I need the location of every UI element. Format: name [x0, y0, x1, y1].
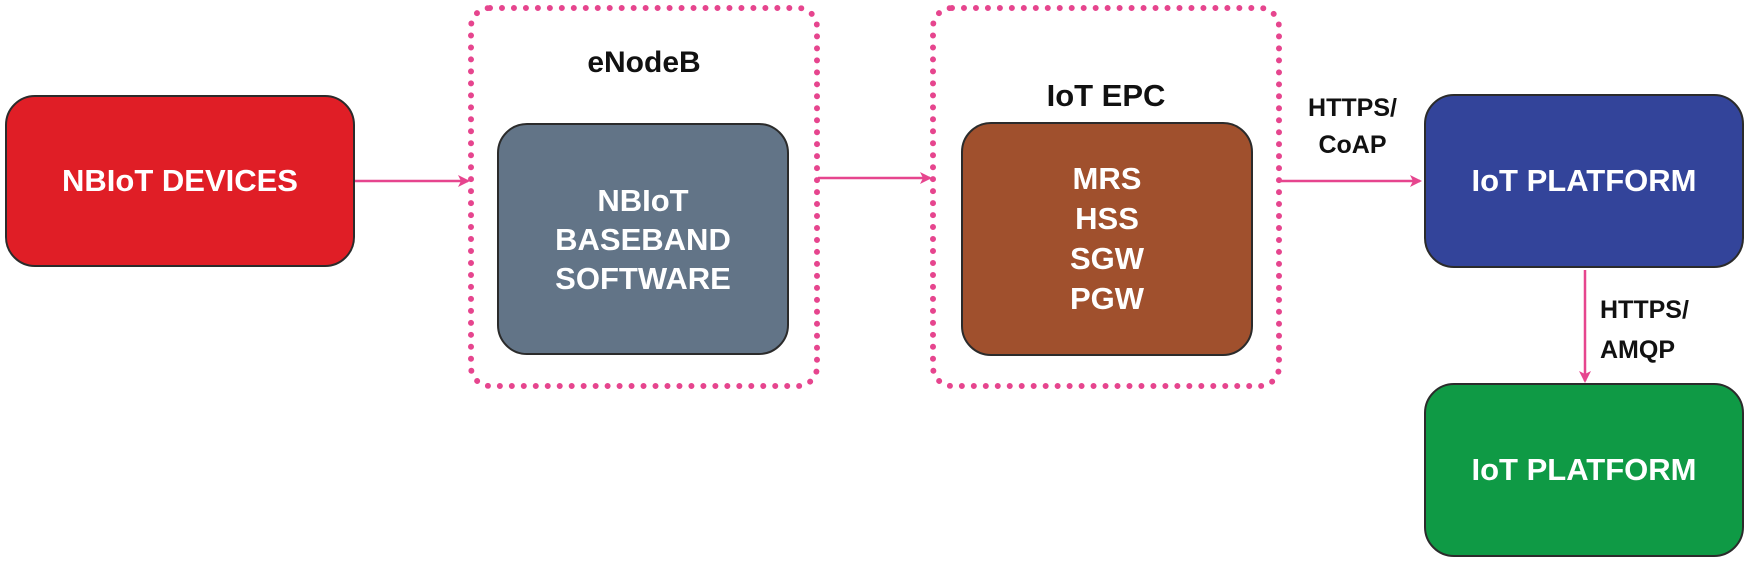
- edge-label-https-coap: HTTPS/ CoAP: [1290, 90, 1415, 164]
- iot-platform-blue-box: IoT PLATFORM: [1424, 94, 1744, 268]
- baseband-line-2: BASEBAND: [555, 221, 731, 257]
- edge-label-https-amqp-line2: AMQP: [1600, 336, 1675, 364]
- nbiot-devices-label: NBIoT DEVICES: [62, 163, 298, 198]
- epc-line-sgw: SGW: [1069, 241, 1145, 276]
- iot-platform-green-label: IoT PLATFORM: [1471, 452, 1697, 487]
- iot-platform-green-box: IoT PLATFORM: [1424, 383, 1744, 557]
- edge-label-https-coap-line2: CoAP: [1318, 131, 1387, 159]
- baseband-line-3: SOFTWARE: [555, 260, 731, 296]
- baseband-software-box: NBIoT BASEBAND SOFTWARE: [497, 123, 789, 355]
- enodeb-title: eNodeB: [587, 46, 701, 79]
- edge-label-https-amqp: HTTPS/ AMQP: [1600, 290, 1730, 370]
- iot-epc-group: [930, 5, 1282, 389]
- epc-line-mrs: MRS: [1072, 161, 1142, 196]
- iot-epc-title: IoT EPC: [1046, 78, 1166, 113]
- edge-label-https-coap-line1: HTTPS/: [1308, 94, 1397, 122]
- baseband-line-1: NBIoT: [597, 182, 689, 218]
- edge-label-https-amqp-line1: HTTPS/: [1600, 296, 1689, 324]
- enodeb-group: [468, 5, 820, 389]
- iot-platform-blue-label: IoT PLATFORM: [1471, 163, 1697, 198]
- nbiot-devices-box: NBIoT DEVICES: [5, 95, 355, 267]
- iot-epc-box: MRS HSS SGW PGW: [961, 122, 1253, 356]
- epc-line-pgw: PGW: [1069, 281, 1145, 316]
- epc-line-hss: HSS: [1075, 201, 1139, 236]
